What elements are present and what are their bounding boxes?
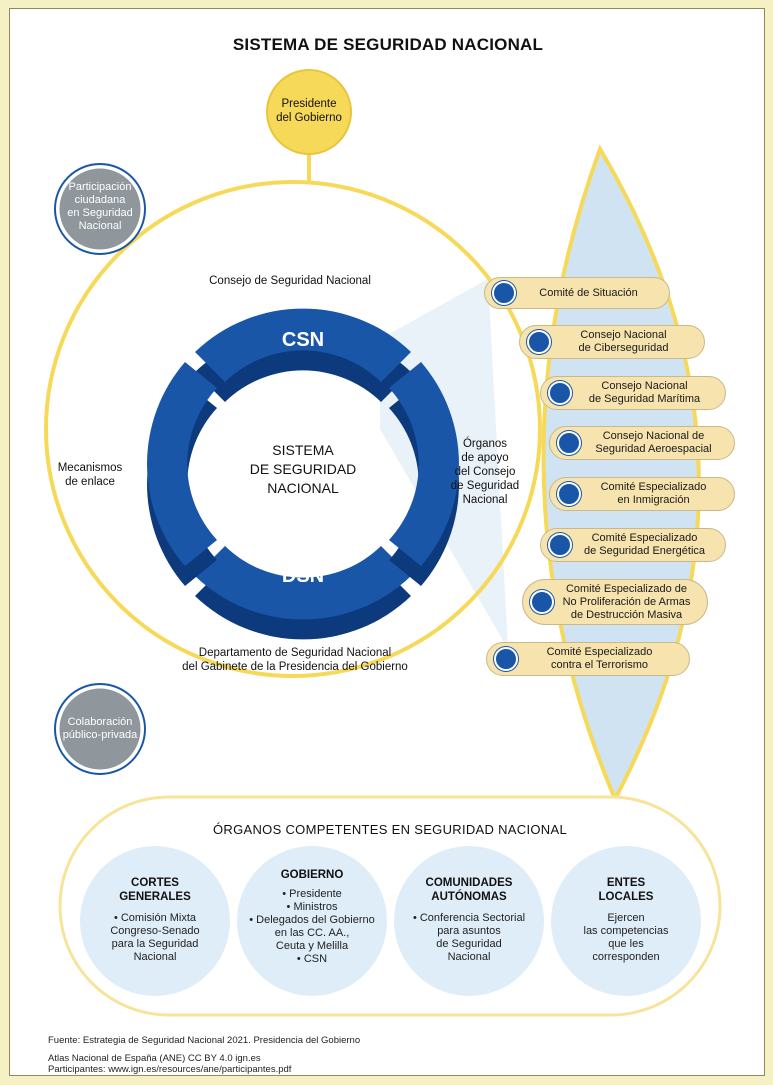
comite-label: Comité Especializado contra el Terrorism… (546, 646, 653, 671)
page-frame: SISTEMA DE SEGURIDAD NACIONAL (9, 8, 765, 1076)
comite-no-proliferacion: Comité Especializado de No Proliferación… (522, 579, 708, 625)
consejo-label: Consejo de Seguridad Nacional (209, 275, 371, 287)
source-text: Fuente: Estrategia de Seguridad Nacional… (48, 1035, 361, 1046)
comite-aeroespacial: Consejo Nacional de Seguridad Aeroespaci… (549, 426, 735, 460)
bullet-icon (492, 281, 516, 305)
participacion-label: Participación ciudadana en Seguridad Nac… (67, 181, 133, 232)
main-circle (44, 180, 542, 678)
organos-container (58, 795, 722, 1017)
atlas-text: Atlas Nacional de España (ANE) CC BY 4.0… (48, 1053, 261, 1064)
bullet-icon (548, 533, 572, 557)
ring-segment-top (195, 308, 411, 382)
csn-label: CSN (281, 329, 325, 351)
organo-cortes: CORTES GENERALES • Comisión Mixta Congre… (80, 846, 230, 996)
comite-terrorismo: Comité Especializado contra el Terrorism… (486, 642, 690, 676)
participantes-text: Participantes: www.ign.es/resources/ane/… (48, 1064, 292, 1075)
comite-label: Consejo Nacional de Seguridad Aeroespaci… (595, 430, 712, 455)
mecanismos-label: Mecanismos de enlace (57, 462, 123, 488)
organo-title: COMUNIDADES AUTÓNOMAS (425, 877, 513, 903)
ring-segment-right (389, 362, 459, 566)
dsn-label: DSN (281, 565, 325, 587)
presidente-circle (266, 69, 352, 155)
organo-comunidades: COMUNIDADES AUTÓNOMAS • Conferencia Sect… (394, 846, 544, 996)
organo-body: Ejercen las competencias que les corresp… (583, 912, 669, 963)
comite-ciberseguridad: Consejo Nacional de Ciberseguridad (519, 325, 705, 359)
colaboracion-circle (56, 685, 144, 773)
csn-ring (147, 308, 459, 640)
comite-situacion: Comité de Situación (484, 277, 670, 309)
comite-inmigracion: Comité Especializado en Inmigración (549, 477, 735, 511)
ring-segment-left (147, 362, 217, 566)
bullet-icon (557, 482, 581, 506)
bullet-icon (548, 381, 572, 405)
organo-title: CORTES GENERALES (119, 877, 191, 903)
participacion-circle (56, 165, 144, 253)
organo-gobierno: GOBIERNO • Presidente • Ministros • Dele… (237, 846, 387, 996)
comite-label: Comité de Situación (539, 286, 638, 299)
bullet-icon (530, 590, 554, 614)
page-title: SISTEMA DE SEGURIDAD NACIONAL (232, 35, 544, 54)
organo-title: GOBIERNO (280, 869, 344, 881)
departamento-label: Departamento de Seguridad Nacional del G… (182, 647, 408, 673)
presidente-label: Presidente del Gobierno (276, 98, 342, 124)
comite-label: Comité Especializado en Inmigración (600, 481, 707, 506)
comite-label: Comité Especializado de Seguridad Energé… (583, 532, 706, 557)
comite-label: Comité Especializado de No Proliferación… (562, 582, 691, 621)
center-label: SISTEMA DE SEGURIDAD NACIONAL (249, 442, 357, 496)
bullet-icon (494, 647, 518, 671)
organo-body: • Presidente • Ministros • Delegados del… (249, 888, 375, 965)
bullet-icon (557, 431, 581, 455)
bullet-icon (527, 330, 551, 354)
organo-entes: ENTES LOCALES Ejercen las competencias q… (551, 846, 701, 996)
comite-energetica: Comité Especializado de Seguridad Energé… (540, 528, 726, 562)
organo-body: • Conferencia Sectorial para asuntos de … (412, 912, 526, 963)
support-organs-area (541, 144, 701, 804)
colaboracion-label: Colaboración público-privada (62, 716, 138, 741)
comite-label: Consejo Nacional de Ciberseguridad (578, 329, 669, 354)
organos-apoyo-label: Órganos de apoyo del Consejo de Segurida… (450, 438, 520, 506)
participacion-ring (54, 163, 146, 255)
colaboracion-ring (54, 683, 146, 775)
comite-label: Consejo Nacional de Seguridad Marítima (588, 380, 701, 405)
organo-title: ENTES LOCALES (598, 877, 654, 903)
organos-title: ÓRGANOS COMPETENTES EN SEGURIDAD NACIONA… (213, 822, 567, 837)
comite-maritima: Consejo Nacional de Seguridad Marítima (540, 376, 726, 410)
diagram-graphic (44, 69, 722, 1017)
ring-segment-bottom (195, 546, 411, 620)
organo-body: • Comisión Mixta Congreso-Senado para la… (110, 912, 200, 963)
